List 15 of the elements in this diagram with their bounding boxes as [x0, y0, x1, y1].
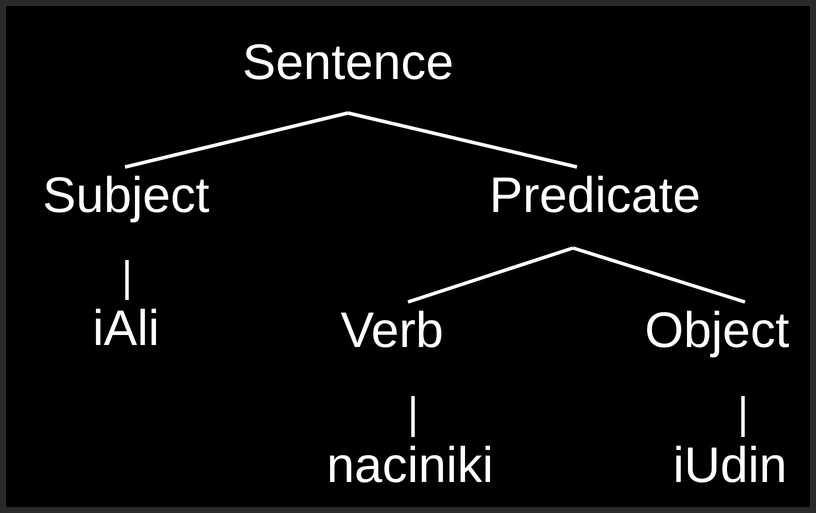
tree-branch-line	[407, 246, 574, 304]
tree-word: Object	[644, 301, 790, 360]
tree-word: Sentence	[242, 33, 454, 92]
tree-branch-line	[411, 396, 415, 437]
tree-branch-line	[741, 396, 745, 437]
tree-branch-line	[572, 246, 746, 304]
tree-word: naciniki	[326, 436, 494, 495]
tree-word: iUdin	[673, 436, 787, 495]
tree-branch-line	[348, 111, 578, 169]
tree-word: Predicate	[489, 166, 701, 225]
tree-branch-line	[124, 111, 348, 169]
tree-word: Subject	[42, 166, 210, 225]
tree-word: Verb	[340, 301, 444, 360]
tree-branch-line	[125, 260, 129, 300]
tree-word: iAli	[92, 299, 160, 358]
